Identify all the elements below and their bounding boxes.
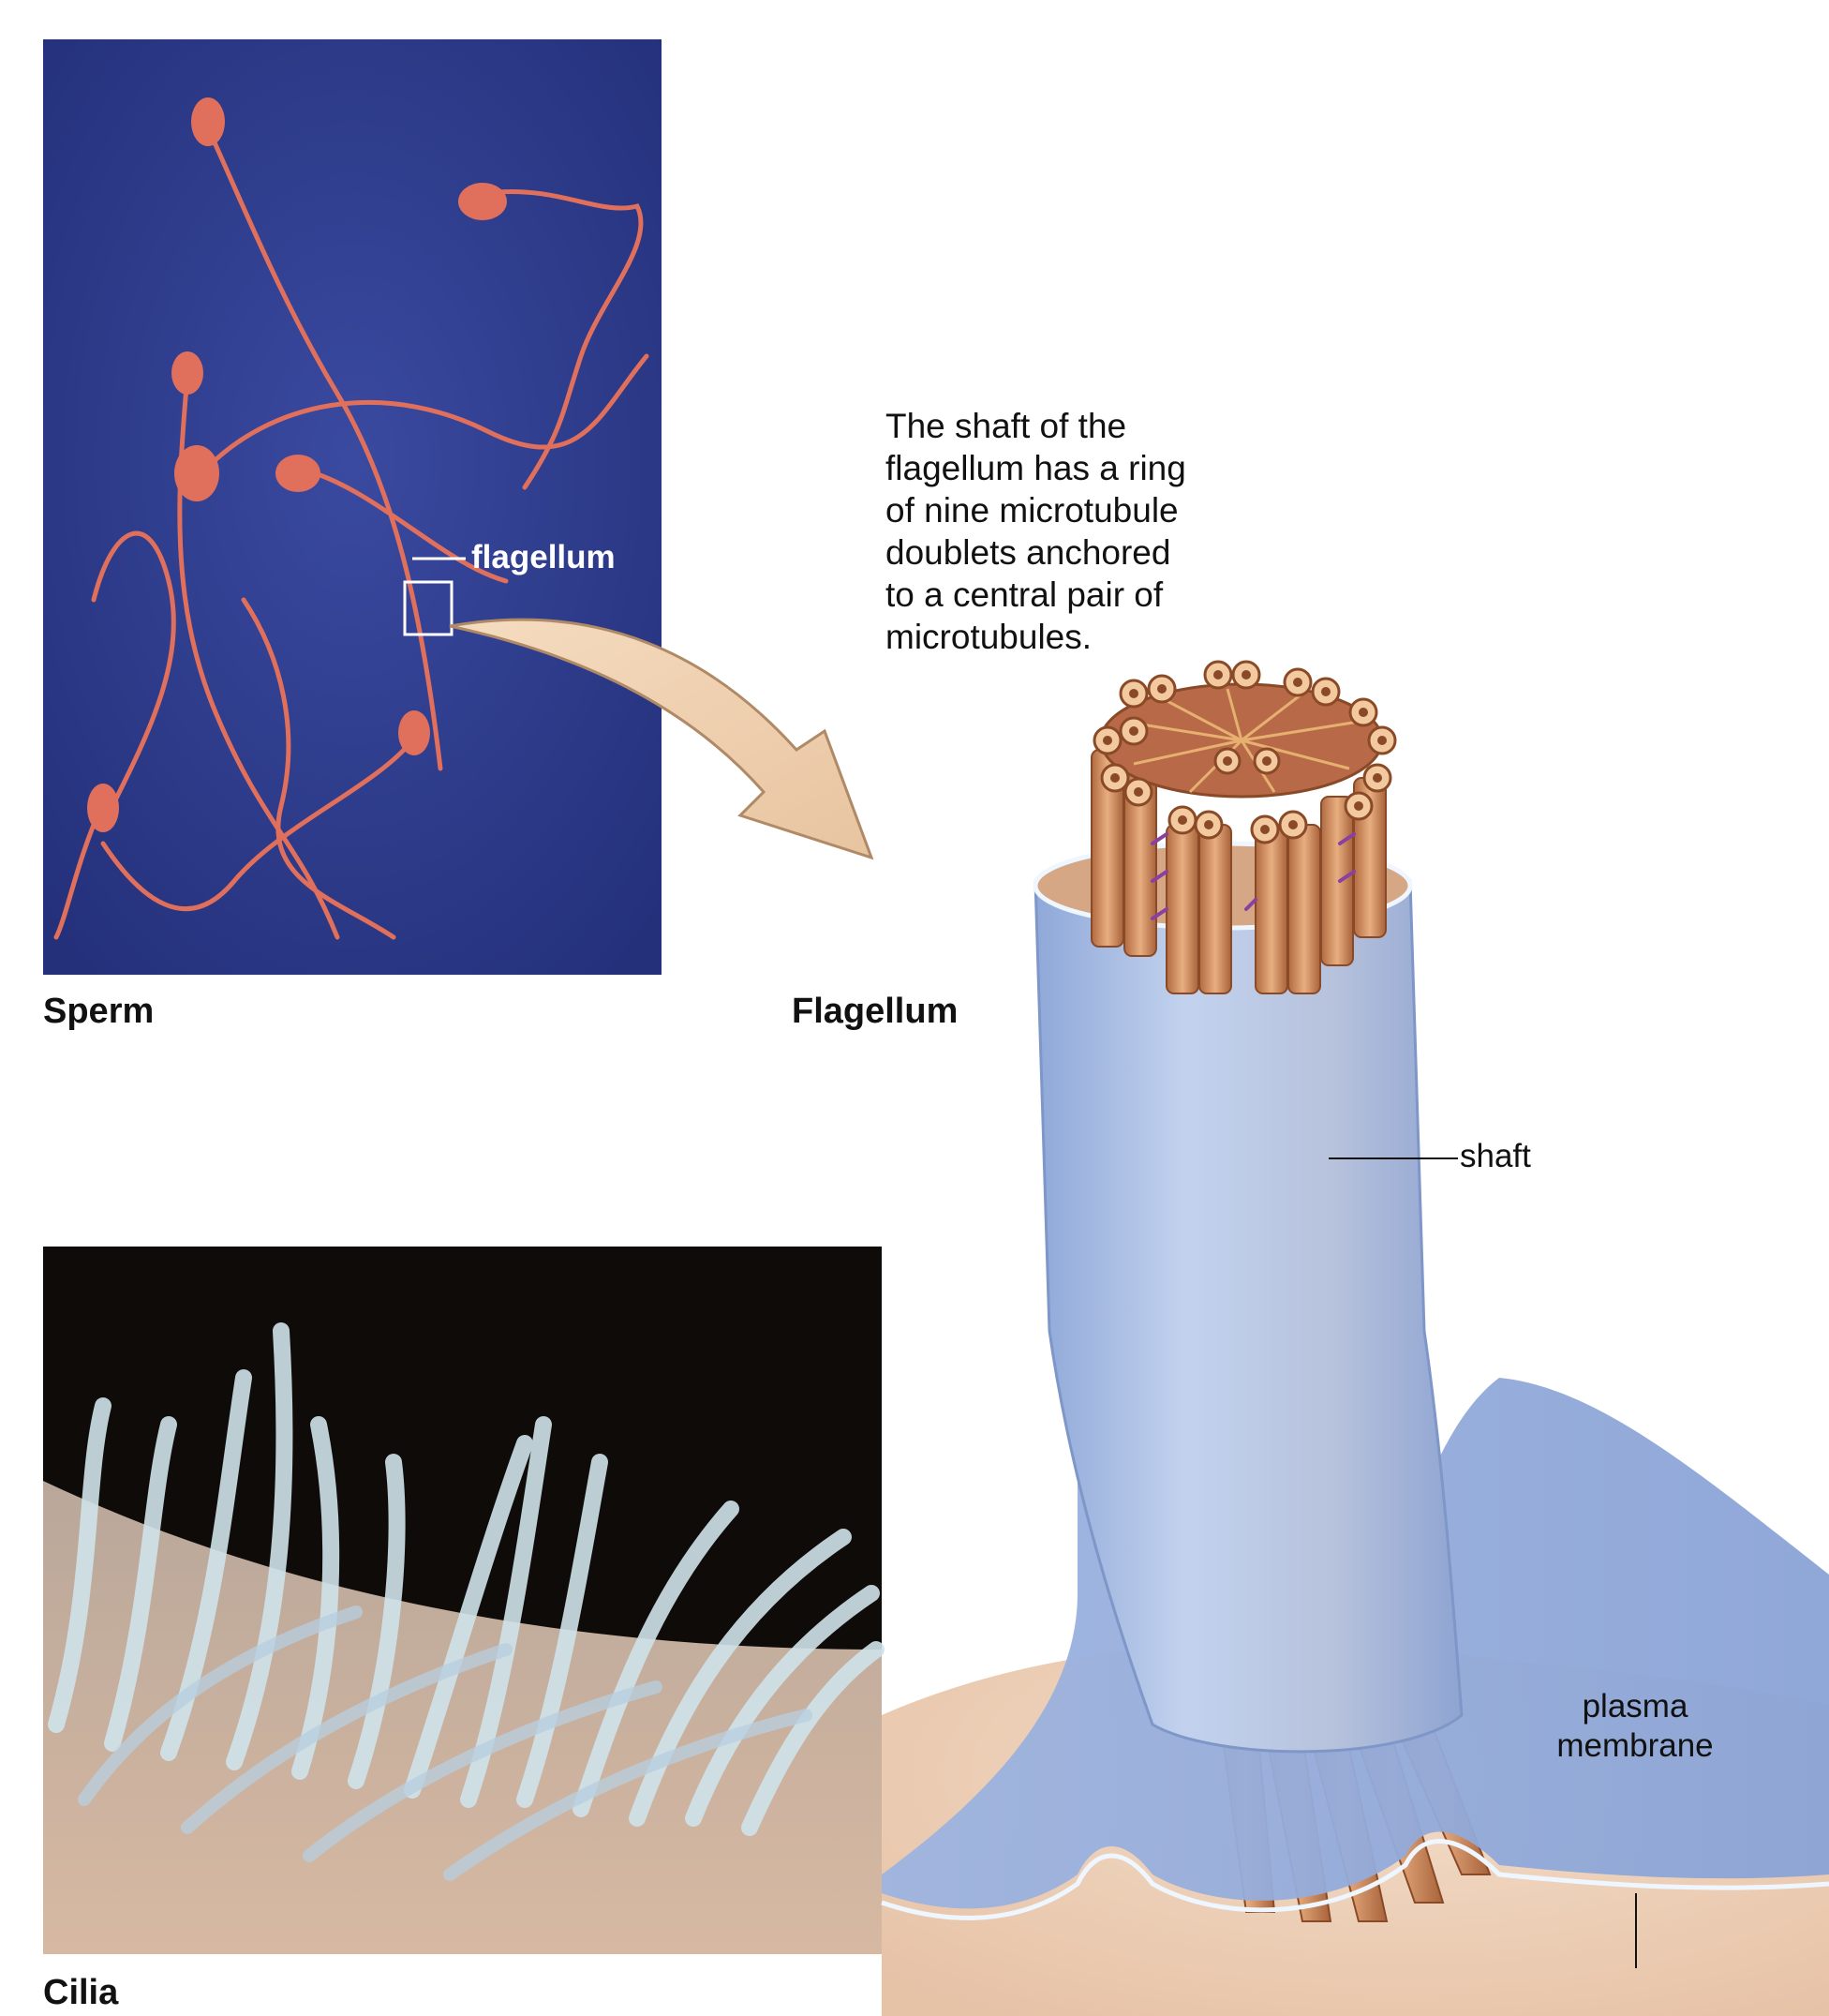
cilia-caption: Cilia [43, 1973, 119, 2012]
description-line: The shaft of the [885, 407, 1127, 445]
membrane-label-line: membrane [1556, 1727, 1714, 1764]
description-line: doublets anchored [885, 533, 1171, 572]
shaft-label: shaft [1460, 1138, 1531, 1174]
description-line: of nine microtubule [885, 491, 1179, 530]
flagellum-diagram [881, 660, 1829, 2016]
description-line: to a central pair of [885, 575, 1164, 614]
flagellum-caption: Flagellum [792, 992, 959, 1031]
flagellum-description: The shaft of the flagellum has a ring of… [885, 405, 1373, 658]
plasma-membrane-label: plasma membrane [1523, 1687, 1747, 1766]
description-line: microtubules. [885, 618, 1093, 656]
sperm-caption: Sperm [43, 992, 155, 1031]
flagellum-photo-label: flagellum [471, 539, 616, 575]
zoom-arrow [449, 618, 874, 860]
cilia-photo [43, 1247, 885, 1954]
sperm-photo [43, 39, 662, 975]
membrane-label-line: plasma [1582, 1688, 1688, 1725]
description-line: flagellum has a ring [885, 449, 1186, 487]
